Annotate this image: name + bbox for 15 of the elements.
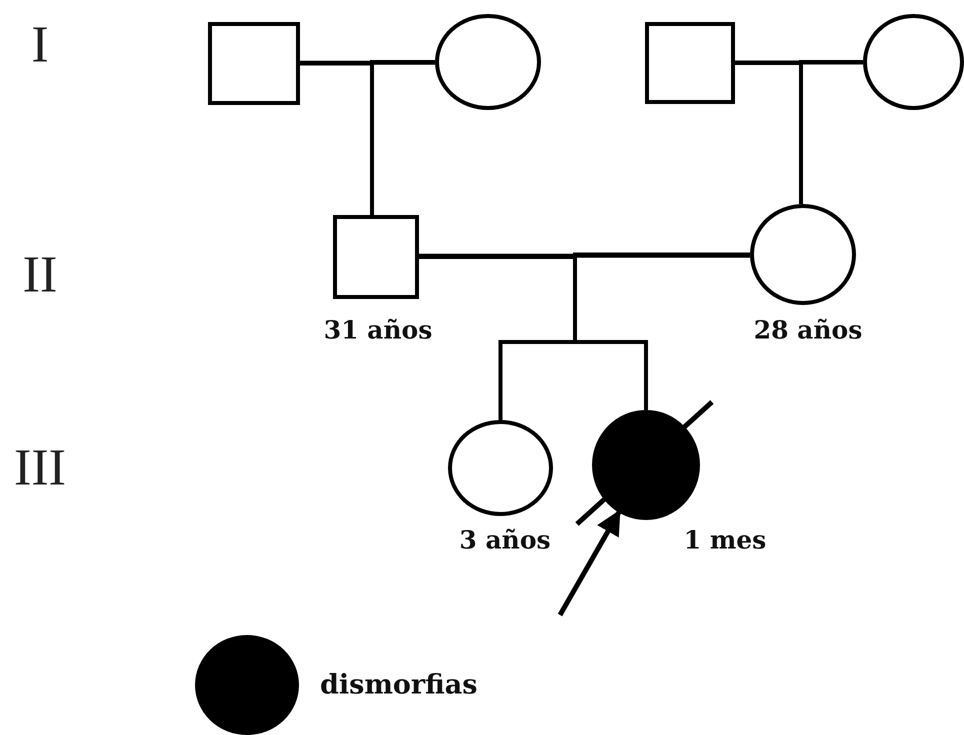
age-label: 1 mes xyxy=(684,526,766,554)
age-label: 31 años xyxy=(324,316,432,344)
generation-numeral: III xyxy=(14,438,66,498)
male-square xyxy=(333,215,419,299)
generation-numeral: I xyxy=(31,16,49,74)
proband-arrow xyxy=(558,510,622,616)
pedigree-line xyxy=(300,60,435,65)
age-label: 3 años xyxy=(459,526,551,554)
male-square xyxy=(208,22,300,105)
generation-numeral: II xyxy=(22,246,58,304)
pedigree-line xyxy=(735,60,863,64)
male-square xyxy=(645,22,735,104)
pedigree-line xyxy=(419,254,750,258)
legend-label: dismorfias xyxy=(320,670,478,700)
age-label: 28 años xyxy=(754,316,862,344)
